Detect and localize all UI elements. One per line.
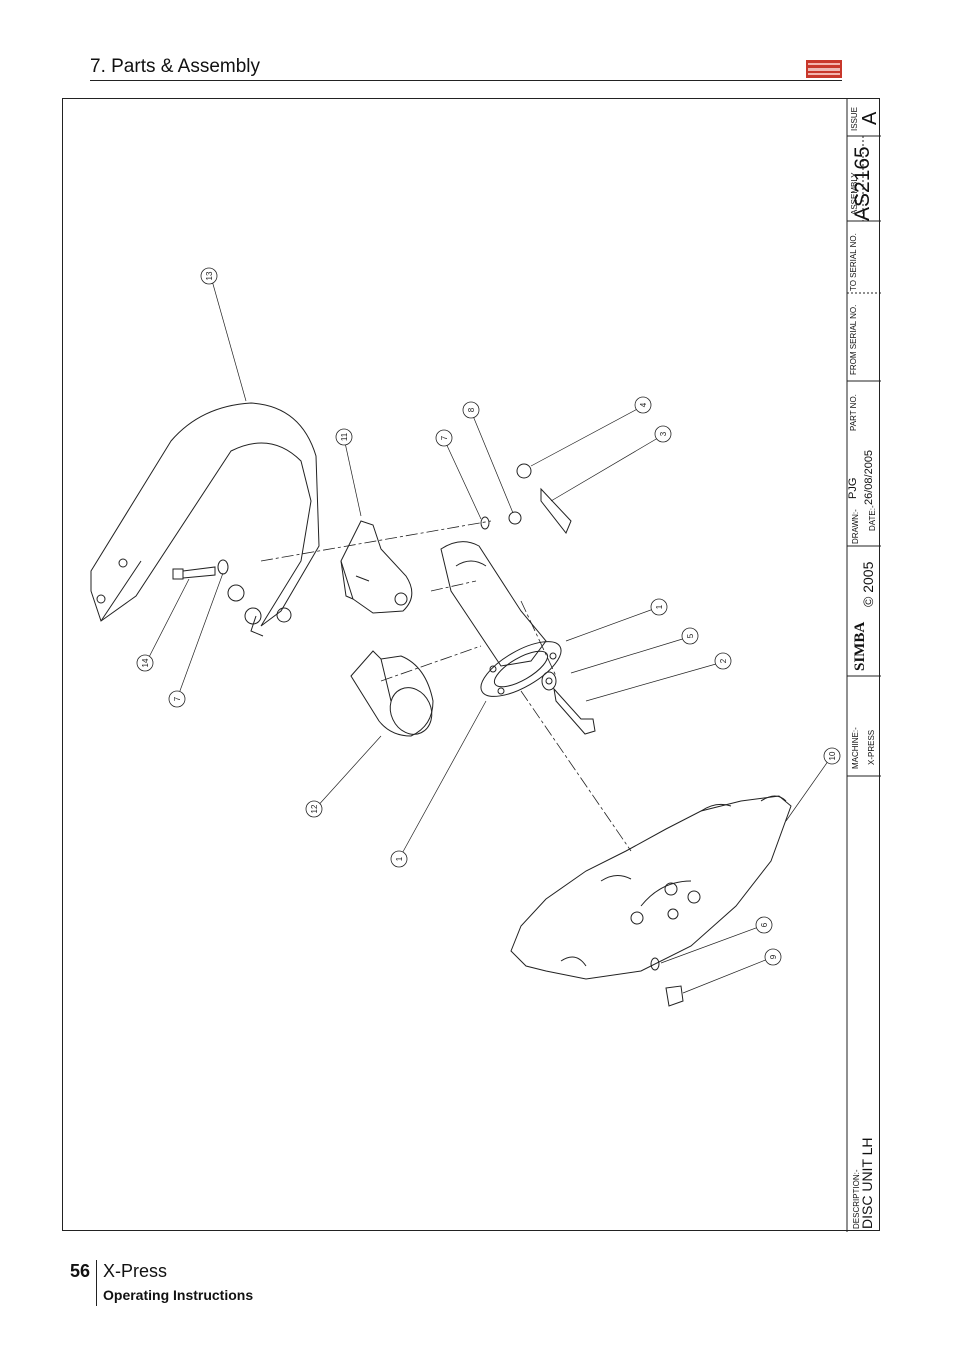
date-value: 26/08/2005 xyxy=(863,449,875,505)
callout-2: 2 xyxy=(719,658,728,663)
manual-subtitle: Operating Instructions xyxy=(103,1287,254,1303)
callout-12: 12 xyxy=(310,804,319,813)
drawn-value: PJG xyxy=(847,477,859,499)
drawing-frame: 13 11 7 8 4 3 1 5 2 14 7 12 1 10 6 9 ISS… xyxy=(62,98,881,1232)
callout-5: 5 xyxy=(686,633,695,638)
drawn-label: DRAWN:- xyxy=(851,509,860,544)
machine-label: MACHINE:- xyxy=(851,727,860,769)
callout-1b: 1 xyxy=(395,856,404,861)
callout-6: 6 xyxy=(760,922,769,927)
footer-divider xyxy=(96,1260,97,1306)
brand-simba: SIMBA xyxy=(852,621,868,671)
description-value: DISC UNIT LH xyxy=(859,1137,875,1229)
part-no-label: PART NO. xyxy=(849,394,858,431)
date-label: DATE:- xyxy=(868,505,877,531)
callout-3: 3 xyxy=(659,431,668,436)
callout-1a: 1 xyxy=(655,604,664,609)
callout-13: 13 xyxy=(205,271,214,280)
from-serial-label: FROM SERIAL NO. xyxy=(849,304,858,375)
callout-10: 10 xyxy=(828,751,837,760)
callout-7a: 7 xyxy=(440,435,449,440)
callout-8: 8 xyxy=(467,407,476,412)
machine-value: X-PRESS xyxy=(867,729,876,765)
callout-9: 9 xyxy=(769,954,778,959)
callout-14: 14 xyxy=(141,658,150,667)
issue-label: ISSUE xyxy=(850,106,859,131)
copyright: © 2005 xyxy=(860,561,876,607)
section-title: 7. Parts & Assembly xyxy=(90,56,261,77)
page-number: 56 xyxy=(70,1261,91,1281)
callout-4: 4 xyxy=(639,402,648,407)
exploded-assembly-drawing: 13 11 7 8 4 3 1 5 2 14 7 12 1 10 6 9 xyxy=(90,99,881,1232)
callout-7b: 7 xyxy=(173,696,182,701)
simba-logo xyxy=(806,60,842,78)
issue-value: A xyxy=(859,111,881,125)
assembly-number: AS2165 xyxy=(851,146,874,221)
callout-11: 11 xyxy=(340,432,349,441)
to-serial-label: TO SERIAL NO. xyxy=(849,233,858,291)
product-name: X-Press xyxy=(103,1261,168,1281)
header-rule xyxy=(90,80,842,81)
